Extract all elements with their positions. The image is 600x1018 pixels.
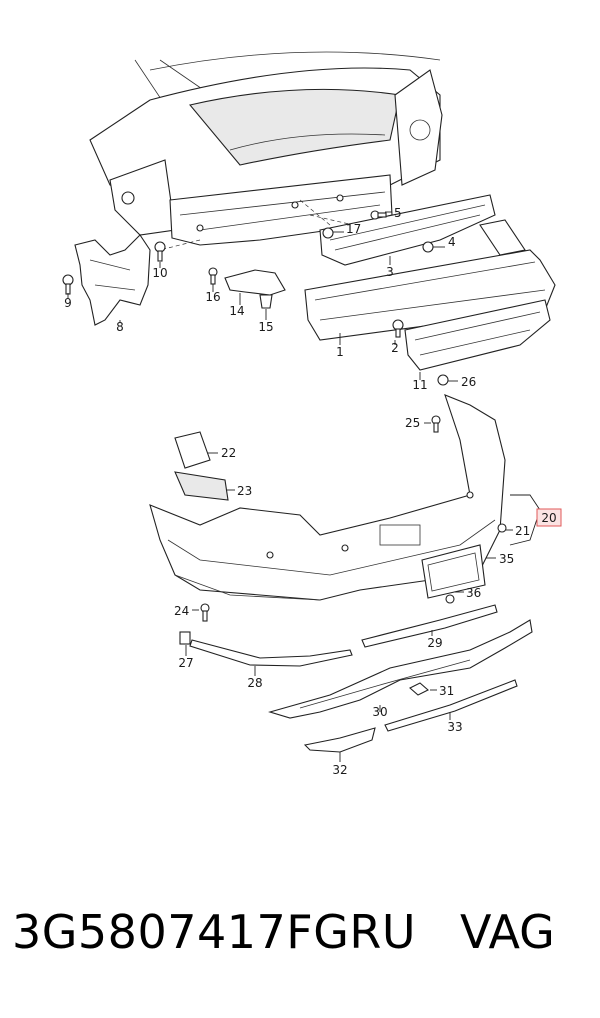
parts-diagram: 1 2 3 4 5 8 9 10 11 14 15 16 17 20 21 22… — [62, 51, 562, 777]
callout-31: 31 — [439, 684, 454, 698]
callout-labels: 1 2 3 4 5 8 9 10 11 14 15 16 17 20 21 22… — [64, 206, 562, 777]
trim-strip-29 — [361, 604, 498, 648]
callout-9: 9 — [64, 296, 72, 310]
bolt-10 — [154, 241, 166, 262]
callout-4: 4 — [448, 235, 456, 249]
callout-20: 20 — [541, 511, 556, 525]
callout-14: 14 — [229, 304, 244, 318]
bumper-cover — [149, 394, 506, 601]
callout-28: 28 — [247, 676, 262, 690]
clip-27 — [179, 631, 191, 645]
callout-16: 16 — [205, 290, 220, 304]
cover-22 — [174, 431, 211, 469]
clip-15 — [259, 294, 273, 309]
callout-25: 25 — [405, 416, 420, 430]
callout-11: 11 — [412, 378, 427, 392]
callout-10: 10 — [152, 266, 167, 280]
clip-26 — [437, 374, 449, 386]
callout-15: 15 — [258, 320, 273, 334]
bolt-16 — [208, 267, 218, 285]
callout-5: 5 — [394, 206, 402, 220]
clip-31 — [409, 682, 429, 696]
callout-1: 1 — [336, 345, 344, 359]
plate-holder-35 — [421, 544, 486, 599]
bracket-14 — [224, 269, 286, 296]
callout-32: 32 — [332, 763, 347, 777]
callout-17: 17 — [346, 222, 361, 236]
bolt-25 — [431, 415, 441, 433]
part-number: 3G5807417FGRU — [12, 905, 417, 959]
callout-29: 29 — [427, 636, 442, 650]
trim-strip-28 — [189, 639, 353, 667]
leader-lines — [67, 211, 541, 762]
callout-27: 27 — [178, 656, 193, 670]
callout-23: 23 — [237, 484, 252, 498]
callout-24: 24 — [174, 604, 189, 618]
impact-absorber-3 — [319, 194, 496, 266]
footer: 3G5807417FGRU VAG — [0, 905, 600, 975]
diffuser-30 — [268, 619, 533, 719]
callout-20-highlight — [536, 508, 562, 527]
bolt-5 — [370, 210, 387, 220]
callout-8: 8 — [116, 320, 124, 334]
energy-absorber-11 — [404, 299, 551, 371]
callout-3: 3 — [386, 265, 394, 279]
sensor-21 — [497, 523, 507, 533]
bolt-24 — [200, 603, 210, 622]
bolt-9 — [62, 274, 74, 295]
callout-35: 35 — [499, 552, 514, 566]
callout-21: 21 — [515, 524, 530, 538]
nut-17 — [322, 227, 334, 239]
trim-strip-33 — [384, 679, 518, 732]
callout-36: 36 — [466, 586, 481, 600]
callout-33: 33 — [447, 720, 462, 734]
callout-26: 26 — [461, 375, 476, 389]
brand-label: VAG — [460, 905, 555, 959]
screw-36 — [445, 594, 455, 604]
bolt-2 — [392, 319, 404, 338]
callout-30: 30 — [372, 705, 387, 719]
callout-22: 22 — [221, 446, 236, 460]
callout-2: 2 — [391, 341, 399, 355]
bumper-reinforcement-1 — [304, 219, 556, 341]
reflector-32 — [303, 727, 376, 753]
nut-4 — [422, 241, 434, 253]
bracket-left-8 — [74, 234, 151, 326]
guide-23 — [174, 471, 229, 501]
